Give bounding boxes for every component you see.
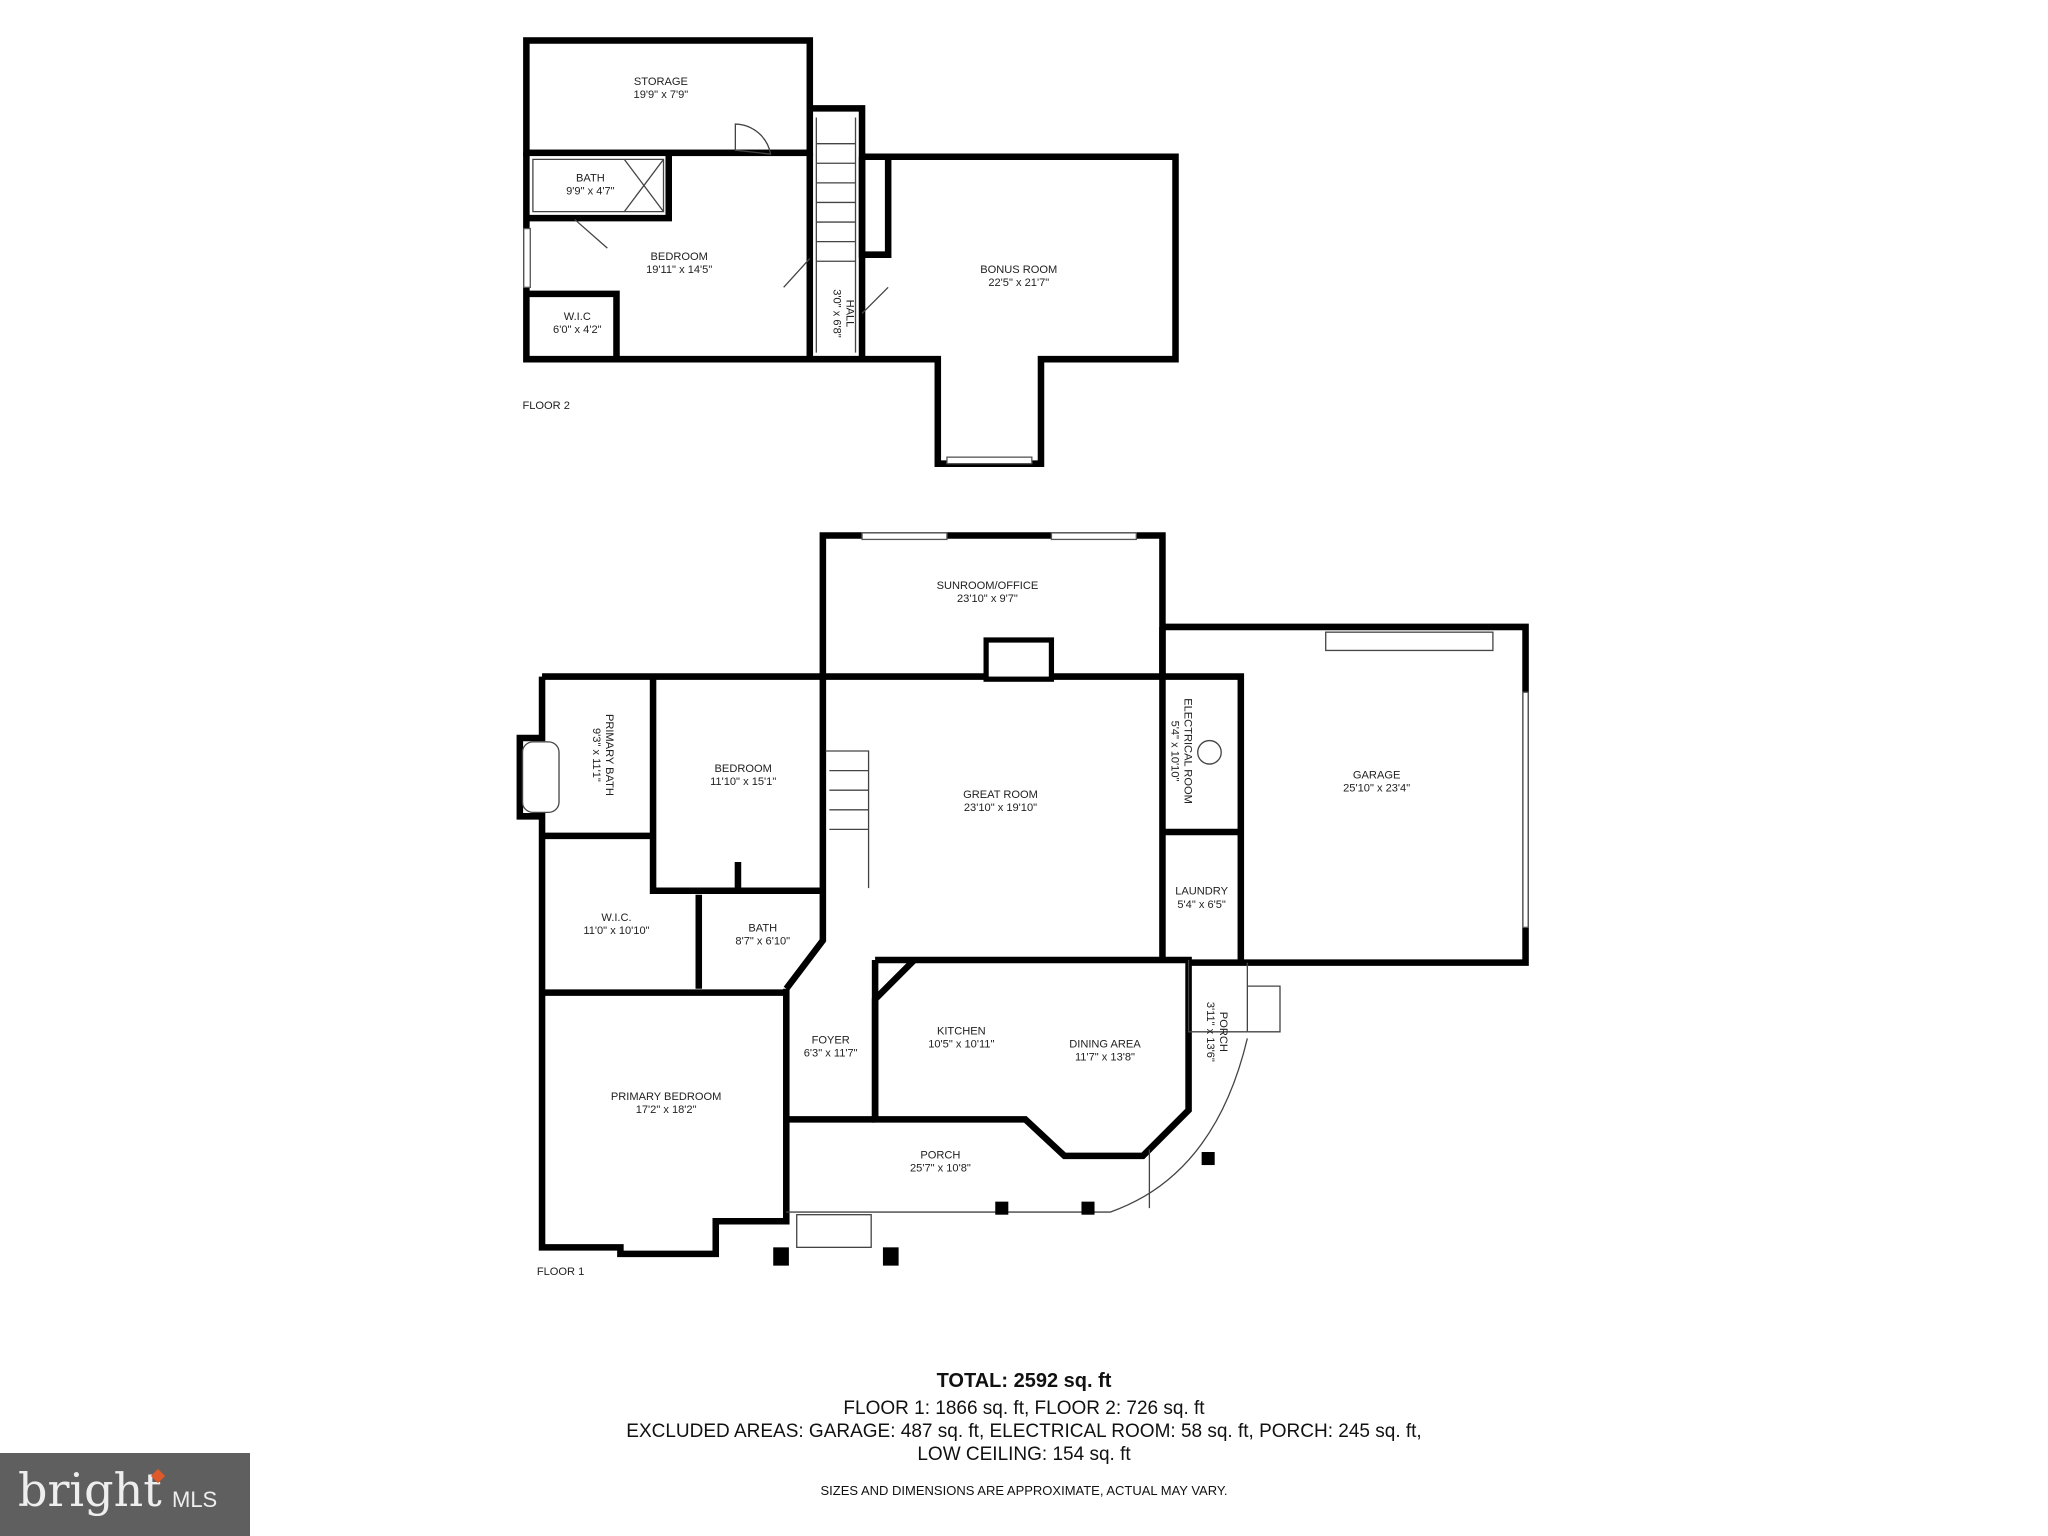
room-name: PORCH xyxy=(920,1150,960,1162)
bedroom-walls xyxy=(542,676,827,996)
room-name: DINING AREA xyxy=(1069,1039,1141,1051)
post xyxy=(1201,1152,1215,1166)
room-name: PRIMARY BEDROOM xyxy=(611,1091,722,1103)
post xyxy=(995,1201,1009,1215)
floor-2-plan: STORAGE 19'9" x 7'9" BATH 9'9" x 4'7" BE… xyxy=(522,37,1179,467)
logo-brand: bright xyxy=(18,1463,162,1517)
door-swings xyxy=(574,123,889,314)
floor-1-label: FLOOR 1 xyxy=(537,1266,584,1278)
floor-1-plan: SUNROOM/OFFICE 23'10" x 9'7" GREAT ROOM … xyxy=(516,532,1529,1278)
window xyxy=(946,456,1033,465)
room-name: GREAT ROOM xyxy=(963,789,1038,801)
room-name: W.I.C xyxy=(564,311,591,323)
room-name: ELECTRICAL ROOM xyxy=(1182,698,1194,804)
room-name: BONUS ROOM xyxy=(980,264,1057,276)
electric-panel-icon xyxy=(1197,739,1222,765)
room-dims: 10'5" x 10'11" xyxy=(928,1039,994,1051)
room-name: LAUNDRY xyxy=(1175,886,1228,898)
fireplace xyxy=(983,637,1055,682)
room-name: BEDROOM xyxy=(651,251,708,263)
room-dims: 11'0" x 10'10" xyxy=(583,925,649,937)
post xyxy=(1081,1201,1095,1215)
room-name: FOYER xyxy=(812,1035,850,1047)
window xyxy=(523,227,531,288)
room-dims: 25'7" x 10'8" xyxy=(910,1163,971,1175)
logo-suffix: MLS xyxy=(172,1487,218,1512)
room-dims: 3'0" x 6'8" xyxy=(830,289,842,338)
room-dims: 22'5" x 21'7" xyxy=(988,277,1049,289)
garage-door xyxy=(1522,691,1529,928)
room-name: HALL xyxy=(843,300,855,328)
garage-opening xyxy=(1325,631,1494,652)
floor2-interior-walls xyxy=(526,152,892,360)
room-dims: 23'10" x 9'7" xyxy=(957,593,1018,605)
room-name: KITCHEN xyxy=(937,1025,986,1037)
room-dims: 23'10" x 19'10" xyxy=(964,802,1037,814)
room-dims: 11'10" x 15'1" xyxy=(710,776,776,788)
window xyxy=(1050,532,1137,541)
room-dims: 9'9" x 4'7" xyxy=(566,186,615,198)
bathtub xyxy=(521,741,560,814)
room-dims: 9'3" x 11'1" xyxy=(590,728,602,782)
post xyxy=(882,1247,899,1266)
room-name: PRIMARY BATH xyxy=(603,714,615,796)
room-dims: 11'7" x 13'8" xyxy=(1075,1052,1135,1064)
west-outline xyxy=(516,676,790,1258)
room-dims: 6'3" x 11'7" xyxy=(804,1048,858,1060)
room-name: GARAGE xyxy=(1353,769,1400,781)
room-dims: 6'0" x 4'2" xyxy=(553,324,602,336)
staircase xyxy=(815,117,857,353)
floor-2-label: FLOOR 2 xyxy=(522,400,569,412)
room-name: SUNROOM/OFFICE xyxy=(937,580,1039,592)
disclaimer: SIZES AND DIMENSIONS ARE APPROXIMATE, AC… xyxy=(820,1483,1228,1498)
room-dims: 8'7" x 6'10" xyxy=(735,935,790,947)
excluded-areas: EXCLUDED AREAS: GARAGE: 487 sq. ft, ELEC… xyxy=(626,1421,1422,1442)
room-dims: 5'4" x 10'10" xyxy=(1169,721,1181,782)
room-dims: 17'2" x 18'2" xyxy=(636,1104,697,1116)
low-ceiling-area: LOW CEILING: 154 sq. ft xyxy=(917,1444,1131,1465)
utility-walls xyxy=(1159,626,1245,960)
floor2-outline xyxy=(523,152,1179,467)
window xyxy=(861,532,948,541)
total-area: TOTAL: 2592 sq. ft xyxy=(936,1370,1112,1392)
kitchen-angle xyxy=(871,957,917,1120)
room-name: BEDROOM xyxy=(715,763,772,775)
room-dims: 3'11" x 13'6" xyxy=(1204,1002,1216,1062)
stair-walls xyxy=(809,105,866,360)
porch-outline xyxy=(786,959,1248,1213)
room-dims: 5'4" x 6'5" xyxy=(1177,899,1226,911)
room-dims: 25'10" x 23'4" xyxy=(1343,783,1410,795)
sunroom-walls xyxy=(819,532,1166,677)
room-name: PORCH xyxy=(1217,1012,1229,1052)
room-dims: 19'11" x 14'5" xyxy=(646,264,712,276)
room-name: BATH xyxy=(748,922,777,934)
kitchen-dining-walls xyxy=(871,956,1192,1160)
stairs xyxy=(825,750,1281,1033)
floor-areas: FLOOR 1: 1866 sq. ft, FLOOR 2: 726 sq. f… xyxy=(843,1398,1205,1419)
room-name: W.I.C. xyxy=(601,912,631,924)
bright-mls-logo: bright MLS xyxy=(0,1453,250,1536)
room-name: BATH xyxy=(576,173,605,185)
room-dims: 19'9" x 7'9" xyxy=(634,89,689,101)
bath-fixtures xyxy=(532,158,665,213)
front-steps xyxy=(796,1214,872,1248)
post xyxy=(773,1247,789,1266)
room-name: STORAGE xyxy=(634,76,688,88)
